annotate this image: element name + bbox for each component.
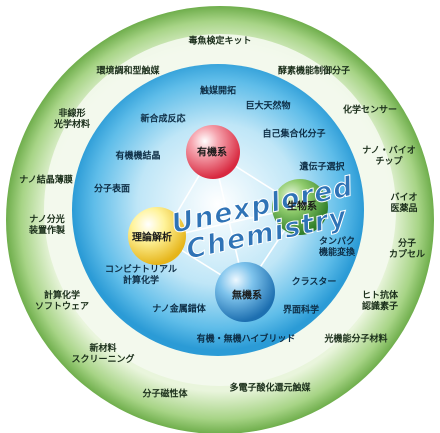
label-combinatorial: コンビナトリアル 計算化学 <box>105 265 177 286</box>
organic-sphere <box>186 125 240 179</box>
bio-sphere <box>272 179 328 235</box>
label-nano-spectroscopy: ナノ分光 装置作製 <box>28 215 66 236</box>
label-cluster: クラスター <box>291 277 337 288</box>
label-protein-function: タンパク 機能変換 <box>318 237 356 258</box>
label-nano-bio-chip: ナノ・バイオ チップ <box>362 146 416 167</box>
label-new-synthesis: 新合成反応 <box>140 114 186 125</box>
inner-circle <box>72 64 364 356</box>
label-nano-metal-complex: ナノ金属錯体 <box>152 304 206 315</box>
label-giant-natural: 巨大天然物 <box>245 101 291 112</box>
organic-label: 有機系 <box>197 147 227 159</box>
theory-sphere <box>128 207 186 265</box>
label-nano-crystal-film: ナノ結晶薄膜 <box>19 175 73 186</box>
theory-label: 理論解析 <box>132 232 172 244</box>
label-toxic-fish-kit: 毒魚検定キット <box>188 36 252 47</box>
label-molecular-magnet: 分子磁性体 <box>142 389 188 400</box>
label-hybrid: 有機・無機ハイブリッド <box>196 334 296 345</box>
label-molecular-surface: 分子表面 <box>93 184 131 195</box>
label-multielectron-catalyst: 多電子酸化還元触媒 <box>229 383 311 394</box>
label-photofunctional-material: 光機能分子材料 <box>324 334 388 345</box>
label-green-catalyst: 環境調和型触媒 <box>96 66 160 77</box>
label-enzyme-control: 酵素機能制御分子 <box>277 66 351 77</box>
label-catalysis-dev: 触媒開拓 <box>199 86 237 97</box>
label-interface-science: 界面科学 <box>282 305 320 316</box>
label-bio-medicine: バイオ 医薬品 <box>390 193 418 214</box>
inorganic-sphere <box>215 262 275 322</box>
inorganic-label: 無機系 <box>232 290 262 302</box>
label-molecular-capsule: 分子 カプセル <box>388 239 426 260</box>
label-self-assembly: 自己集合化分子 <box>262 129 326 140</box>
label-nonlinear-optics: 非線形 光学材料 <box>53 109 91 130</box>
label-antibody-sensor: ヒト抗体 認識素子 <box>361 291 399 312</box>
label-new-material-screening: 新材料 スクリーニング <box>71 344 135 365</box>
label-chemical-sensor: 化学センサー <box>342 105 398 116</box>
bio-label: 生物系 <box>287 201 317 213</box>
label-gene-selection: 遺伝子選択 <box>299 162 345 173</box>
label-organic-crystal: 有機機結晶 <box>115 151 161 162</box>
label-computational-software: 計算化学 ソフトウェア <box>34 291 90 312</box>
